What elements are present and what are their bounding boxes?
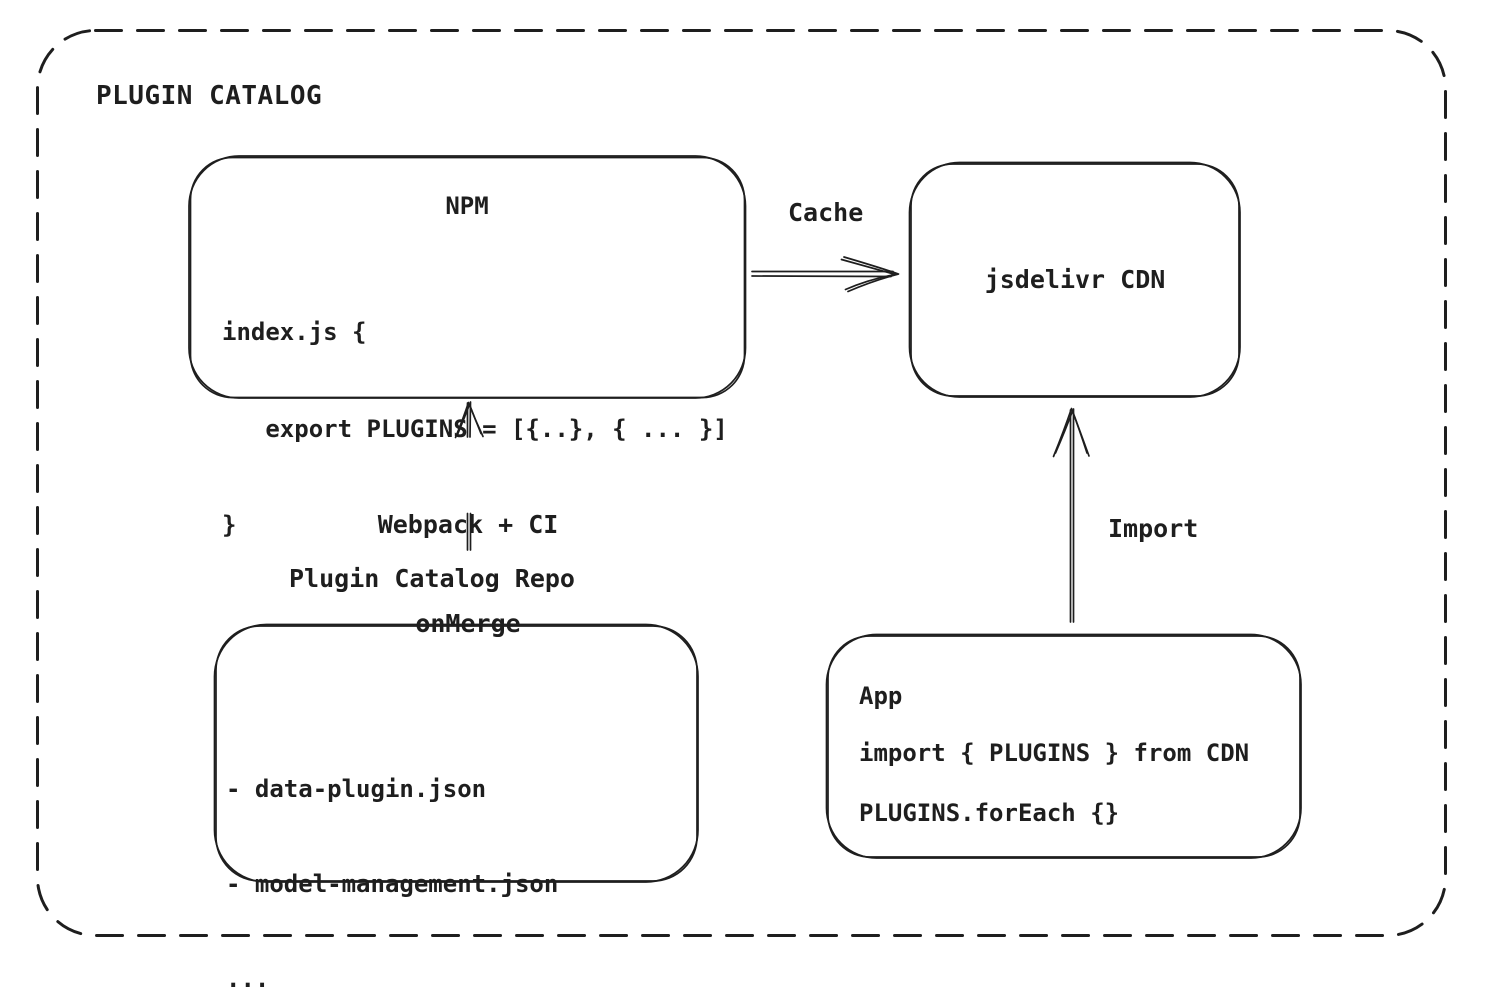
repo-file-item: ... — [226, 965, 270, 993]
npm-node-title: NPM — [445, 192, 489, 220]
npm-code-line: index.js { — [222, 318, 367, 346]
cache-arrow — [751, 256, 900, 293]
repo-file-item: - model-management.json — [226, 870, 559, 898]
import-edge-label: Import — [1108, 514, 1199, 543]
cdn-node-label: jsdelivr CDN — [984, 265, 1166, 294]
import-arrow — [1052, 407, 1090, 623]
app-code-line: PLUGINS.forEach {} — [859, 799, 1120, 827]
repo-node-label: Plugin Catalog Repo — [289, 564, 575, 593]
build-edge-label-line1: Webpack + CI — [377, 510, 559, 539]
app-code-line: import { PLUGINS } from CDN — [859, 739, 1250, 767]
app-node-box — [825, 633, 1302, 859]
repo-node-box — [213, 623, 699, 883]
repo-file-item: - data-plugin.json — [226, 775, 487, 803]
build-arrow — [454, 401, 484, 439]
cache-edge-label: Cache — [788, 198, 864, 227]
app-node-title: App — [859, 682, 903, 710]
build-edge-label-line2: onMerge — [415, 609, 521, 638]
diagram-title: PLUGIN CATALOG — [96, 81, 323, 111]
npm-node-box — [188, 155, 747, 399]
cdn-node-box — [908, 161, 1241, 398]
catalog-boundary-border — [36, 29, 1447, 937]
build-edge-label: Webpack + CI onMerge — [348, 442, 588, 706]
npm-code-line: export PLUGINS = [{..}, { ... }] — [222, 414, 728, 443]
repo-files-block: - data-plugin.json - model-management.js… — [226, 710, 558, 1002]
npm-code-line: } — [222, 511, 237, 539]
npm-code-block: index.js { export PLUGINS = [{..}, { ...… — [222, 252, 728, 606]
build-connector-line — [466, 512, 472, 551]
